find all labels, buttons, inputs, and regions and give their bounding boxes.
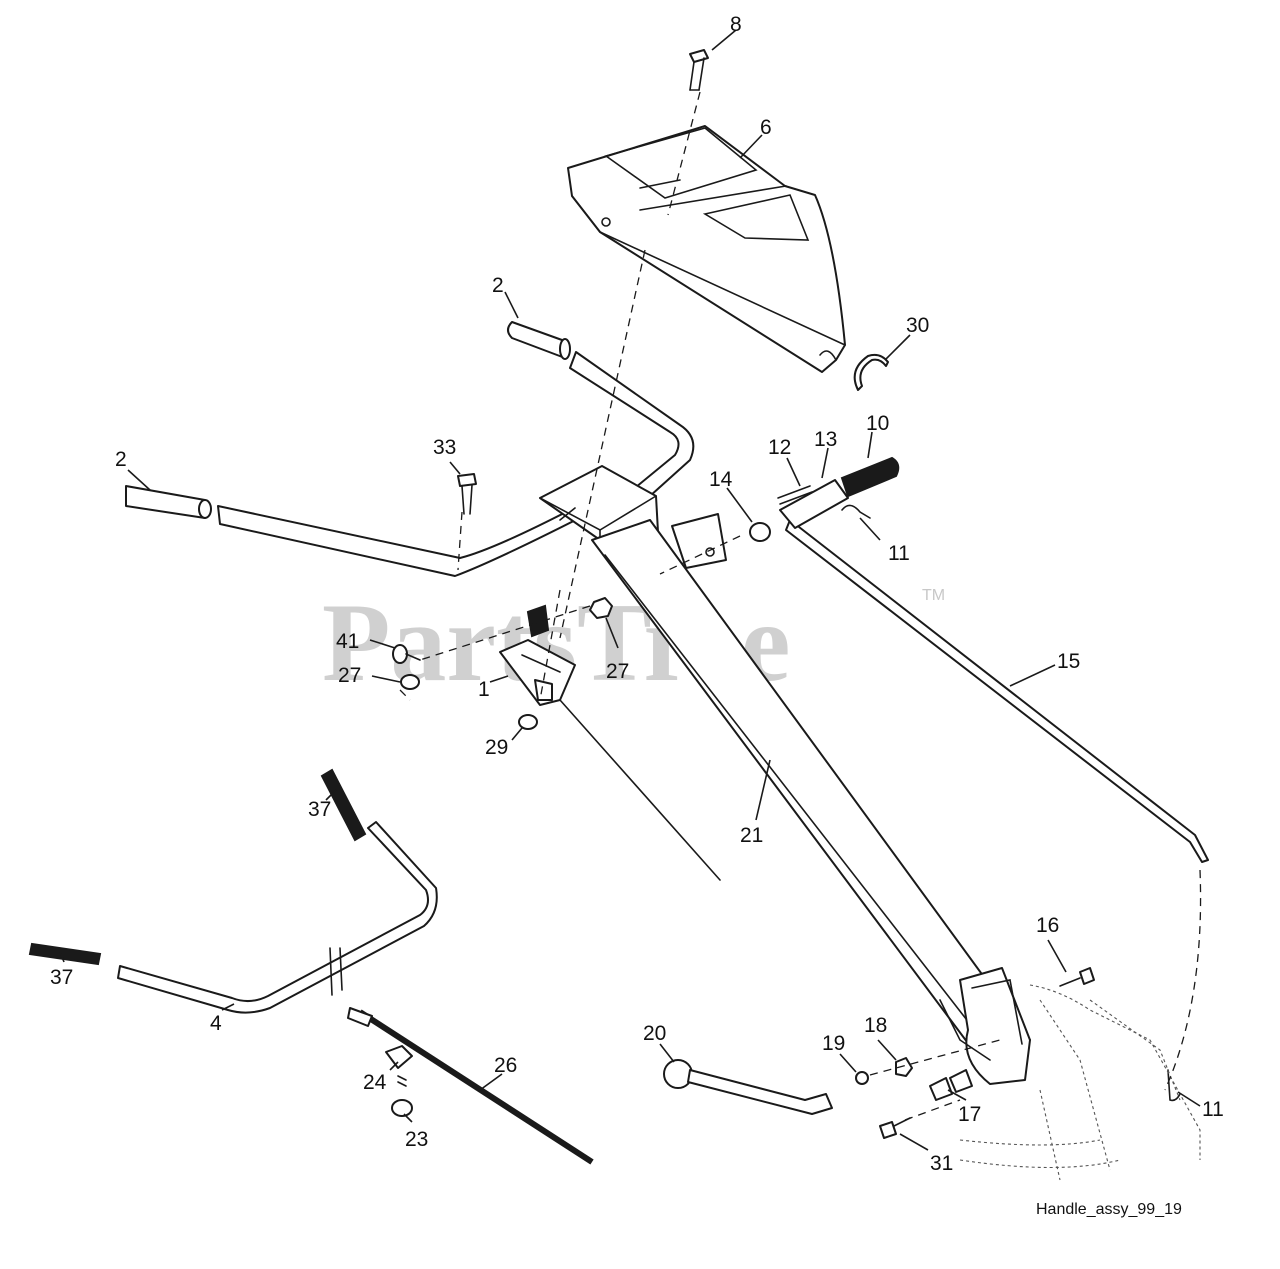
callout-41: 41 (336, 630, 359, 653)
part-2-grip-upper (507, 321, 571, 360)
callout-24: 24 (363, 1071, 387, 1094)
part-11-pin-upper (841, 504, 871, 519)
part-14-spacer (749, 522, 771, 542)
part-4-bail (117, 821, 438, 1014)
callout-2-upper: 2 (492, 274, 504, 297)
part-29-nut (518, 714, 538, 730)
part-27-nut-left (400, 674, 420, 690)
callout-37-upper: 37 (308, 798, 331, 821)
spring-block (526, 604, 550, 638)
callout-2-left: 2 (115, 448, 127, 471)
part-26-cable (347, 1007, 594, 1165)
callout-21: 21 (740, 824, 763, 847)
callout-18: 18 (864, 1014, 887, 1037)
part-16-bolt (1059, 967, 1095, 987)
part-1-bracket (499, 639, 576, 706)
part-33-bolt (457, 473, 477, 515)
callout-12: 12 (768, 436, 791, 459)
callout-14: 14 (709, 468, 733, 491)
callout-17: 17 (958, 1103, 981, 1126)
part-41-bolt (392, 644, 421, 664)
tiller-frame-outline (959, 984, 1201, 1181)
callout-29: 29 (485, 736, 508, 759)
callout-31: 31 (930, 1152, 953, 1175)
callout-6: 6 (760, 116, 772, 139)
part-10-knob (840, 456, 900, 498)
callout-19: 19 (822, 1032, 845, 1055)
part-37-grip-upper (320, 768, 367, 842)
callout-10: 10 (866, 412, 889, 435)
callout-23: 23 (405, 1128, 428, 1151)
callout-4: 4 (210, 1012, 222, 1035)
callout-13: 13 (814, 428, 837, 451)
part-15-rod (785, 519, 1209, 863)
control-rod (559, 699, 721, 881)
part-30-clip (853, 353, 889, 391)
callout-27-left: 27 (338, 664, 361, 687)
part-23-knob (391, 1099, 413, 1117)
callout-labels: 8 6 2 30 2 33 12 13 10 14 11 15 41 27 27… (50, 13, 1224, 1175)
callout-8: 8 (730, 13, 742, 36)
part-8-screw (689, 49, 709, 91)
part-2-grip-left (125, 485, 212, 519)
part-6-control-panel (567, 125, 846, 373)
part-12-pin (777, 485, 813, 505)
spring-24 (397, 1075, 407, 1087)
part-37-grip-left (28, 942, 102, 966)
callout-11-lower: 11 (1202, 1098, 1224, 1121)
callout-27-right: 27 (606, 660, 629, 683)
callout-33: 33 (433, 436, 456, 459)
part-17-spacers (929, 1069, 973, 1101)
part-18-nut (895, 1057, 913, 1077)
callout-20: 20 (643, 1022, 666, 1045)
assembly-lines (399, 91, 1202, 1121)
callout-15: 15 (1057, 650, 1080, 673)
callout-26: 26 (494, 1054, 517, 1077)
callout-16: 16 (1036, 914, 1059, 937)
part-27-nut-right (589, 597, 613, 619)
part-19-washer (855, 1071, 869, 1085)
lower-bracket (939, 967, 1031, 1085)
part-11-pin-lower (1167, 1069, 1181, 1102)
part-24-adjuster (385, 1045, 413, 1069)
part-13-shaft (779, 479, 849, 529)
part-20-lever (663, 1059, 833, 1115)
callout-1: 1 (478, 678, 490, 701)
callout-30: 30 (906, 314, 929, 337)
callout-11-upper: 11 (888, 542, 910, 565)
callout-37-left: 37 (50, 966, 73, 989)
diagram-caption: Handle_assy_99_19 (1036, 1201, 1182, 1218)
callout-leaders (59, 29, 1201, 1151)
part-31-bolt (879, 1117, 911, 1139)
watermark-trademark: TM (922, 587, 945, 604)
